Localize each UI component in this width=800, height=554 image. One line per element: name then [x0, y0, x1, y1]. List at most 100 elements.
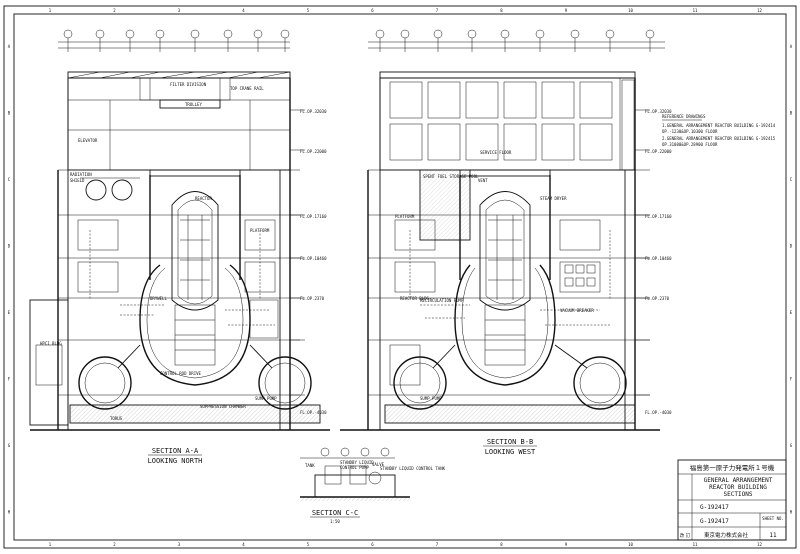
reference-line: 1.GENERAL ARRANGEMENT REACTOR BUILDING G…	[662, 123, 776, 128]
leader-label: SUMP PUMP	[255, 396, 277, 401]
grid-column-label: 2	[113, 8, 116, 13]
leader-label: TANK	[305, 463, 315, 468]
leader-label: FL.OP.10460	[300, 256, 327, 261]
section-cc-scale: 1:50	[330, 519, 340, 524]
section-aa-title: SECTION A-A	[152, 447, 199, 455]
reference-line: OP.31000&OP.28900 FLOOR	[662, 142, 718, 147]
leader-label: TROLLEY	[185, 102, 202, 107]
grid-column-label: 4	[242, 542, 245, 547]
leader-label: DRYWELL	[150, 296, 167, 301]
grid-column-label: 5	[307, 542, 310, 547]
leader-label: FL.OP.22000	[645, 149, 672, 154]
leader-label: TORUS	[110, 416, 123, 421]
section-cc-title: SECTION C-C	[312, 509, 358, 517]
leader-label: SPENT FUEL STORAGE POOL	[423, 174, 479, 179]
grid-row-label: B	[790, 111, 793, 116]
leader-label: VALVE	[372, 462, 385, 467]
leader-label: RADIATION	[70, 172, 92, 177]
grid-row-label: A	[790, 44, 793, 49]
grid-column-label: 11	[693, 542, 698, 547]
section-bb-title: SECTION B-B	[487, 438, 533, 446]
leader-label: SUMP PUMP	[420, 396, 442, 401]
grid-column-label: 5	[307, 8, 310, 13]
leader-label: REACTOR BLDG.	[400, 296, 431, 301]
leader-label: FL.OP.22000	[300, 149, 327, 154]
leader-label: FL.OP.2370	[645, 296, 670, 301]
leader-label: PLATFORM	[395, 214, 415, 219]
section-bb-drawing: SERVICE FLOOR SPENT FUEL STORAGE POOL RECI…	[340, 29, 672, 431]
drawing-number: G-192417	[700, 518, 729, 525]
section-bb-subtitle: LOOKING WEST	[485, 448, 536, 456]
grid-row-label: A	[8, 44, 11, 49]
company-name: 東京電力株式会社	[704, 531, 749, 539]
leader-label: FL.OP.32030	[300, 109, 327, 114]
revision-label: 改 訂	[680, 532, 691, 539]
grid-column-label: 6	[371, 8, 374, 13]
grid-column-label: 9	[565, 542, 568, 547]
leader-label: SUPPRESSION CHAMBER	[200, 404, 246, 409]
grid-column-label: 12	[757, 8, 762, 13]
drawing-title-line: REACTOR BUILDING	[709, 484, 767, 491]
leader-label: CONTROL ROD DRIVE	[160, 371, 202, 376]
grid-row-label: E	[8, 310, 11, 315]
leader-label: CONTROL PUMP	[340, 465, 369, 470]
leader-label: FL.OP.2370	[300, 296, 325, 301]
reference-drawings: REFERENCE DRAWINGS 1.GENERAL ARRANGEMENT…	[662, 114, 776, 147]
leader-label: STEAM DRYER	[540, 196, 567, 201]
grid-column-label: 7	[436, 542, 439, 547]
reference-title: REFERENCE DRAWINGS	[662, 114, 706, 119]
sheet-no-label: SHEET NO.	[762, 516, 784, 521]
leader-label: ELEVATOR	[78, 138, 98, 143]
leader-label: FL.OP.10460	[645, 256, 672, 261]
leader-label: TOP CRANE RAIL	[230, 86, 264, 91]
grid-column-label: 1	[49, 542, 52, 547]
grid-row-label: C	[8, 177, 11, 182]
grid-row-label: D	[8, 244, 11, 249]
outer-border	[3, 5, 797, 549]
grid-row-label: F	[790, 377, 793, 382]
leader-label: STANDBY LIQUID	[340, 460, 374, 465]
leader-label: RECIRCULATION PUMP	[420, 298, 464, 303]
leader-label: FL.OP.17160	[300, 214, 327, 219]
leader-label: FL.OP.-4030	[300, 410, 327, 415]
grid-column-label: 10	[628, 8, 633, 13]
grid-row-label: G	[8, 443, 11, 448]
drawing-title-line: GENERAL ARRANGEMENT	[704, 477, 773, 484]
grid-column-label: 1	[49, 8, 52, 13]
grid-column-label: 10	[628, 542, 633, 547]
grid-row-label: D	[790, 244, 793, 249]
leader-label: FILTER DIVISION	[170, 82, 207, 87]
leader-label: FL.OP.17160	[645, 214, 672, 219]
leader-label: SHIELD	[70, 178, 85, 183]
grid-column-label: 2	[113, 542, 116, 547]
grid-row-label: H	[8, 510, 11, 515]
sheet-no: 11	[769, 532, 777, 539]
grid-row-label: B	[8, 111, 11, 116]
grid-row-label: C	[790, 177, 793, 182]
title-block: 福島第一原子力発電所１号機 GENERAL ARRANGEMENT REACTO…	[677, 459, 787, 541]
leader-label: SERVICE FLOOR	[480, 150, 512, 155]
grid-row-label: E	[790, 310, 793, 315]
leader-label: VENT	[478, 178, 488, 183]
reference-line: OP.-1230&OP.10300 FLOOR	[662, 129, 718, 134]
grid-column-label: 4	[242, 8, 245, 13]
grid-row-label: G	[790, 443, 793, 448]
grid-column-label: 7	[436, 8, 439, 13]
plant-name: 福島第一原子力発電所１号機	[690, 463, 775, 472]
leader-label: PLATFORM	[250, 228, 270, 233]
drawing-title-line: SECTIONS	[724, 491, 753, 498]
grid-column-label: 3	[178, 542, 181, 547]
inner-border	[13, 13, 787, 541]
drawing-number: G-192417	[700, 504, 729, 511]
grid-column-label: 6	[371, 542, 374, 547]
leader-label: HPCI BLDG	[40, 341, 62, 346]
section-aa-drawing: FILTER DIVISION TOP CRANE RAIL TROLLEY ELEV…	[29, 29, 330, 431]
grid-column-label: 3	[178, 8, 181, 13]
leader-label: REACTOR	[195, 196, 212, 201]
grid-column-label: 12	[757, 542, 762, 547]
